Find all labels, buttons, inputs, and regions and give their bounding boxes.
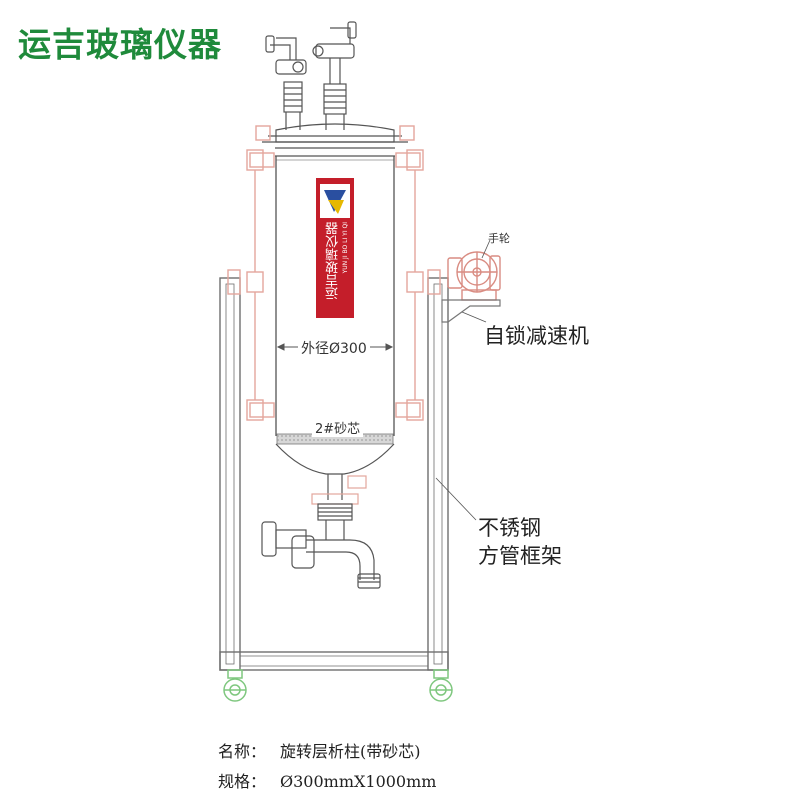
sand-core-label: 2#砂芯 bbox=[312, 418, 364, 437]
reducer-label: 自锁减速机 bbox=[484, 324, 589, 348]
footer-name: 名称： 旋转层析柱(带砂芯) bbox=[218, 738, 421, 762]
handwheel-label: 手轮 bbox=[488, 232, 510, 245]
caster-left bbox=[223, 669, 247, 702]
brand-panel bbox=[316, 178, 354, 318]
frame-label-line1: 不锈钢 bbox=[478, 516, 541, 540]
outer-diameter-label: 外径Ø300 bbox=[298, 338, 370, 358]
gear-reducer bbox=[447, 251, 501, 301]
brand-logo-text: 运吉玻璃仪器 bbox=[18, 25, 222, 64]
caster-right bbox=[429, 669, 453, 702]
frame-label-line2: 方管框架 bbox=[478, 544, 562, 568]
bottom-stopcock bbox=[261, 520, 381, 589]
glass-column bbox=[275, 156, 395, 436]
column-top-cap bbox=[262, 123, 408, 157]
footer-name-value: 旋转层析柱(带砂芯) bbox=[280, 742, 421, 761]
footer-spec-value: Ø300mmX1000mm bbox=[280, 772, 437, 791]
column-bottom bbox=[275, 443, 395, 521]
panel-vertical-subtext: YUN JI BO LI YI QI bbox=[342, 222, 349, 274]
footer-spec: 规格： Ø300mmX1000mm bbox=[218, 768, 436, 792]
reducer-bracket bbox=[441, 299, 501, 323]
footer-spec-key: 规格： bbox=[218, 772, 267, 791]
top-fittings bbox=[265, 21, 357, 130]
footer-name-key: 名称： bbox=[218, 742, 267, 761]
clamp-rings bbox=[227, 125, 441, 421]
